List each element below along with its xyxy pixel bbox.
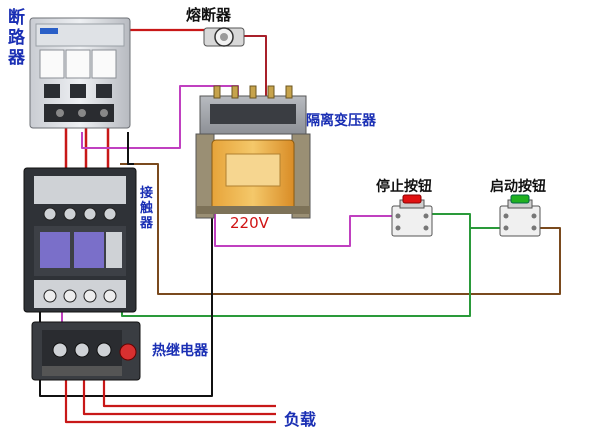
breaker-label: 断路器 xyxy=(8,8,25,68)
load-label: 负载 xyxy=(284,410,317,429)
thermal-relay-label: 热继电器 xyxy=(152,343,208,359)
wire-load-2 xyxy=(82,380,276,416)
wire-magenta-coil xyxy=(214,196,392,247)
thermal-relay-icon xyxy=(31,321,141,381)
wire-brown-top xyxy=(120,163,561,295)
contactor-icon xyxy=(23,167,137,313)
wire-black-top xyxy=(127,132,134,165)
wire-red-fuse xyxy=(122,28,205,128)
wire-load-1 xyxy=(64,380,276,424)
wire-green-loop xyxy=(121,213,471,317)
transformer-label: 隔离变压器 xyxy=(306,113,376,129)
fuse-label: 熔断器 xyxy=(186,6,232,24)
fuse-icon xyxy=(203,27,245,47)
start-button-label: 启动按钮 xyxy=(490,179,546,195)
stop-button-label: 停止按钮 xyxy=(376,179,432,195)
voltage-label: 220V xyxy=(230,214,269,232)
circuit-breaker-icon xyxy=(29,17,131,129)
start-button-icon[interactable] xyxy=(499,194,541,237)
stop-button-icon[interactable] xyxy=(391,194,433,237)
contactor-label: 接触器 xyxy=(140,186,154,231)
wire-fuse-transformer xyxy=(244,35,267,96)
isolation-transformer-icon xyxy=(195,85,311,219)
wire-green-right xyxy=(540,216,552,234)
wire-load-3 xyxy=(102,380,276,408)
